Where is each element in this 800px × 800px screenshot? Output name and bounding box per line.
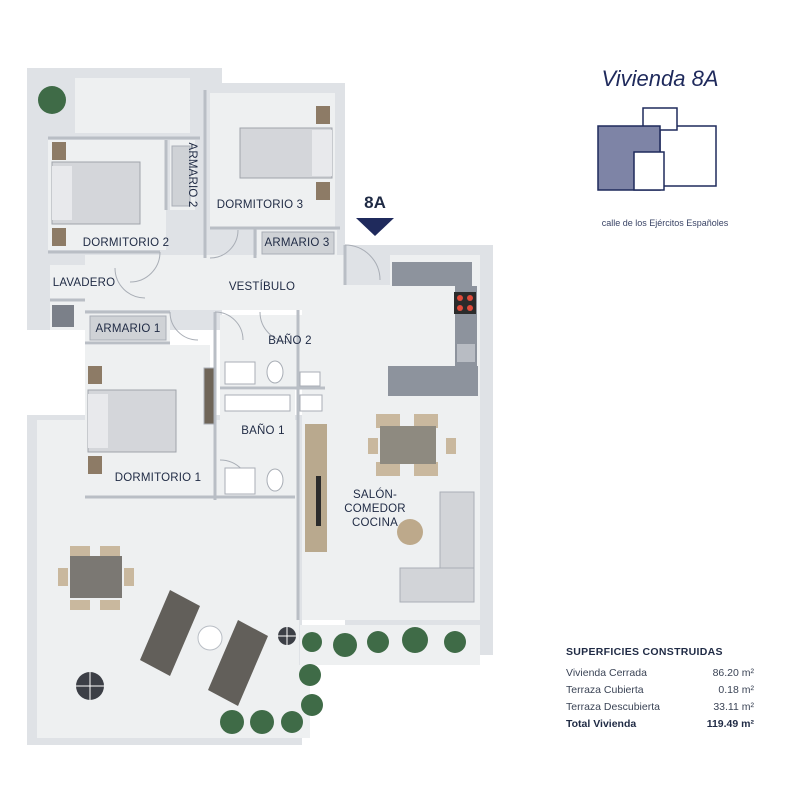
top-terrace (75, 78, 190, 133)
label-armario-1: ARMARIO 1 (95, 323, 160, 335)
street-name: calle de los Ejércitos Españoles (601, 218, 729, 228)
plants (38, 86, 466, 734)
surface-total-value: 119.49 m² (706, 718, 754, 730)
label-comedor: COMEDOR (344, 503, 405, 515)
label-bano-2: BAÑO 2 (268, 334, 311, 347)
parasol-icon-small (278, 627, 296, 645)
label-armario-2: ARMARIO 2 (186, 142, 198, 207)
sink (457, 344, 475, 362)
surface-total-label: Total Vivienda (566, 718, 637, 730)
bed-dormitorio-2 (51, 142, 141, 246)
label-armario-3: ARMARIO 3 (264, 237, 329, 249)
surfaces-table: SUPERFICIES CONSTRUIDAS Vivienda Cerrada… (566, 646, 766, 733)
label-cocina: COCINA (352, 517, 398, 529)
kitchen (388, 262, 478, 396)
surface-label: Terraza Descubierta (566, 701, 660, 713)
keymap-block-bottom (633, 151, 665, 191)
terrace-dining (58, 546, 134, 610)
label-vestibulo: VESTÍBULO (229, 280, 295, 293)
coffee-table (397, 519, 423, 545)
surface-label: Vivienda Cerrada (566, 667, 647, 679)
surface-row: Terraza Descubierta 33.11 m² (566, 699, 754, 716)
unit-marker-label: 8A (364, 193, 386, 212)
washing-machine (52, 305, 74, 327)
room-floors (37, 78, 480, 738)
surfaces-title: SUPERFICIES CONSTRUIDAS (566, 646, 723, 658)
tv (316, 476, 321, 526)
side-table (197, 625, 223, 651)
keymap-block-right (659, 125, 717, 187)
building-keymap (597, 107, 717, 191)
surface-value: 33.11 m² (713, 701, 754, 713)
label-salon: SALÓN- (353, 488, 397, 501)
bed-dormitorio-3 (239, 106, 333, 200)
surface-label: Terraza Cubierta (566, 684, 644, 696)
dining-table (368, 414, 456, 476)
page-title: Vivienda 8A (601, 66, 719, 91)
sofa (399, 491, 475, 603)
label-dormitorio-1: DORMITORIO 1 (115, 472, 202, 484)
wardrobes (89, 145, 335, 425)
unit-marker: 8A (356, 193, 394, 236)
cooktop (454, 292, 476, 314)
surface-value: 86.20 m² (712, 667, 754, 679)
surface-row: Terraza Cubierta 0.18 m² (566, 682, 754, 699)
bed-dormitorio-1 (87, 366, 177, 474)
label-dormitorio-3: DORMITORIO 3 (217, 199, 304, 211)
label-bano-1: BAÑO 1 (241, 424, 284, 437)
surface-total-row: Total Vivienda 119.49 m² (566, 716, 754, 733)
surface-value: 0.18 m² (718, 684, 754, 696)
interior-walls (48, 90, 347, 620)
sun-loungers (140, 590, 268, 706)
label-lavadero: LAVADERO (53, 277, 116, 289)
bathroom-fixtures (224, 360, 323, 495)
label-dormitorio-2: DORMITORIO 2 (83, 237, 170, 249)
parasol-icon (76, 672, 104, 700)
surface-row: Vivienda Cerrada 86.20 m² (566, 665, 754, 682)
vestibulo-floor (85, 255, 345, 310)
